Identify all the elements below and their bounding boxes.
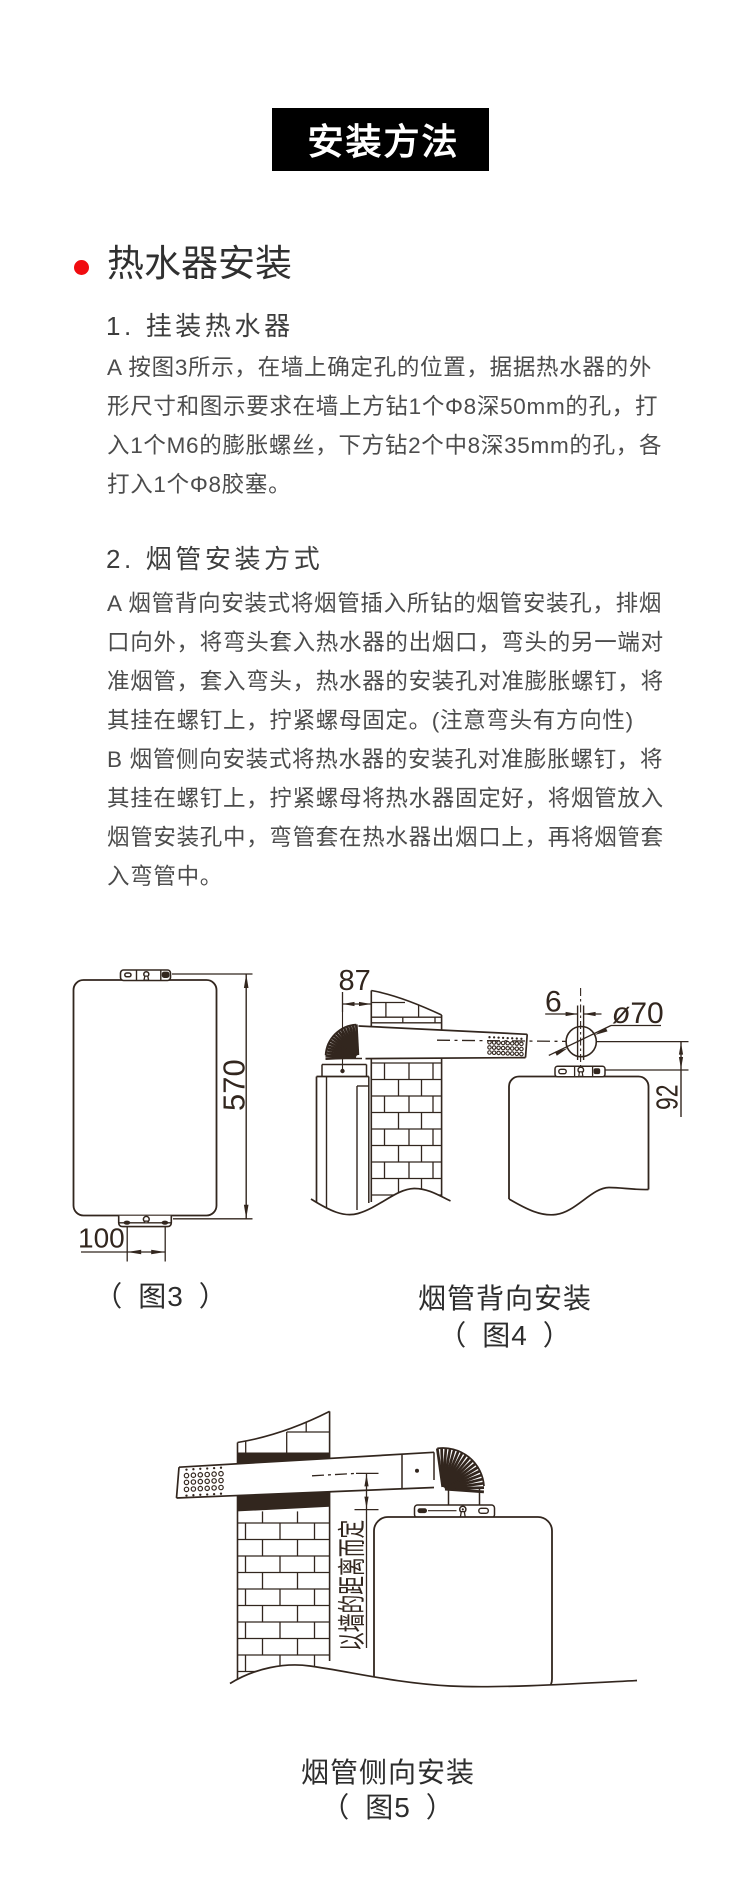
svg-text:ø70: ø70 [612, 997, 664, 1030]
svg-text:100: 100 [78, 1223, 125, 1254]
svg-text:92: 92 [649, 1085, 684, 1110]
svg-text:87: 87 [339, 965, 371, 997]
svg-text:以墙的距离而定: 以墙的距离而定 [337, 1520, 369, 1651]
svg-text:570: 570 [216, 1059, 251, 1111]
svg-text:6: 6 [545, 986, 562, 1019]
